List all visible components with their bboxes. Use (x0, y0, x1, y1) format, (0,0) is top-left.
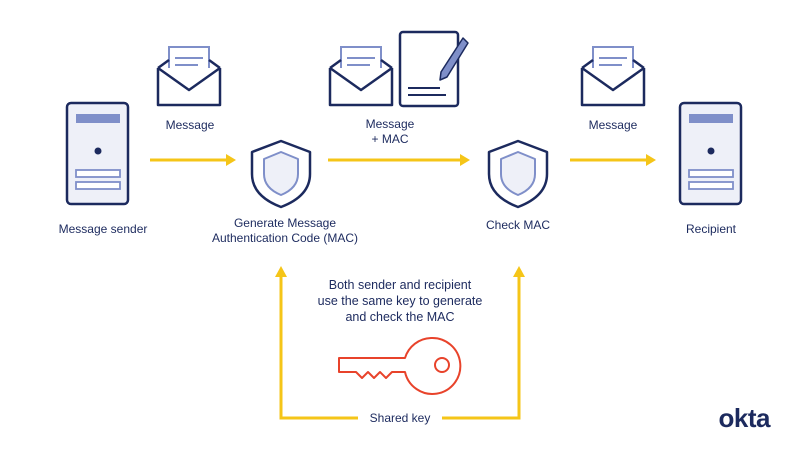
key-icon (338, 336, 462, 395)
shared-key-loop (275, 266, 525, 420)
shared-key-note: Both sender and recipient use the same k… (317, 278, 483, 324)
message-label: Message (588, 118, 638, 132)
message-mac-label: Message + MAC (365, 117, 415, 146)
envelope-icon (328, 46, 394, 107)
generate-mac-label: Generate Message Authentication Code (MA… (211, 216, 359, 245)
shield-icon (250, 139, 312, 209)
signed-document-icon (398, 30, 469, 108)
flow-arrow (570, 154, 656, 166)
envelope-icon (156, 46, 222, 107)
flow-arrow (150, 154, 236, 166)
sender-label: Message sender (58, 222, 148, 236)
message-label: Message (165, 118, 215, 132)
shield-icon (487, 139, 549, 209)
server-icon (678, 101, 743, 206)
envelope-icon (580, 46, 646, 107)
shared-key-label: Shared key (369, 411, 431, 425)
check-mac-label: Check MAC (485, 218, 550, 232)
okta-logo: okta (718, 403, 771, 433)
recipient-label: Recipient (685, 222, 737, 236)
server-icon (65, 101, 130, 206)
flow-arrow (328, 154, 470, 166)
